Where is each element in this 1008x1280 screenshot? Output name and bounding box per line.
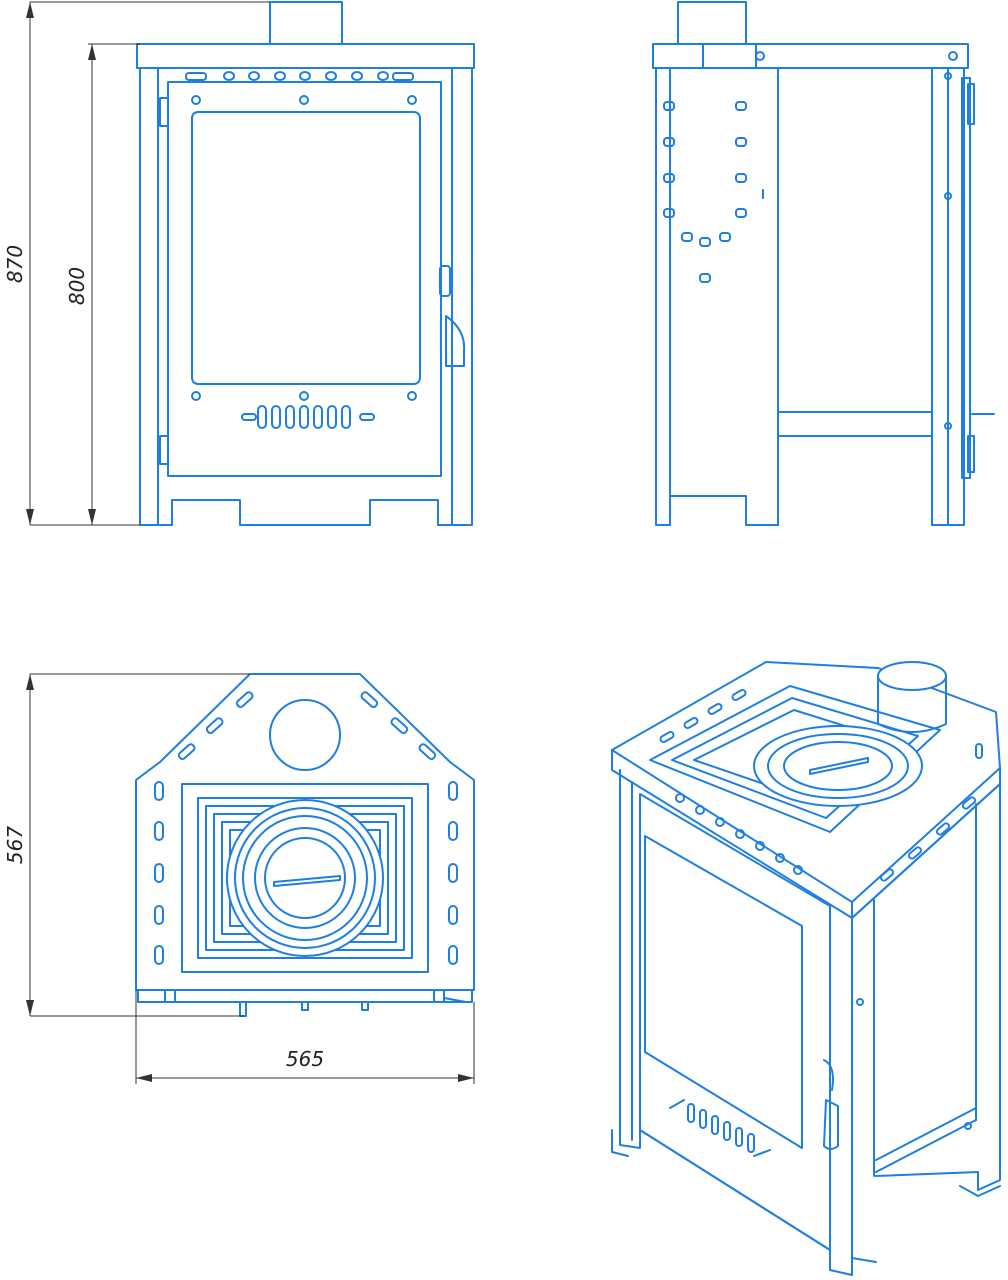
side-door-edge [961, 77, 971, 479]
front-view [136, 1, 475, 526]
cooktop-plate [181, 783, 429, 973]
iso-vent-holes [675, 793, 803, 875]
door-screws [191, 95, 417, 401]
door-glass [191, 111, 421, 385]
body-height-label: 800 [65, 267, 89, 305]
hinge-top [159, 97, 169, 127]
air-intake-slots [241, 405, 375, 429]
isometric-view [611, 661, 1001, 1276]
iso-flue [877, 661, 947, 691]
cooktop-rings [197, 797, 413, 959]
iso-door [639, 793, 831, 1251]
iso-door-slots [669, 1099, 771, 1157]
door [167, 81, 442, 477]
side-body [655, 67, 779, 526]
top-plate [136, 43, 475, 69]
door-handle [439, 265, 466, 367]
iso-cooktop [649, 685, 941, 833]
lid-handle [273, 875, 341, 887]
top-view-feet [164, 989, 467, 1017]
iso-door-glass [644, 835, 803, 1149]
iso-door-handle [823, 1059, 839, 1150]
front-dimensions: 870 800 [3, 1, 270, 526]
depth-label: 567 [3, 826, 27, 864]
width-label: 565 [286, 1047, 324, 1071]
side-holes [663, 72, 952, 430]
top-dimensions: 567 565 [3, 673, 475, 1084]
side-top-plate [652, 43, 969, 69]
flue-opening [269, 699, 341, 771]
side-view [652, 1, 995, 526]
top-slots [154, 691, 458, 965]
flue-pipe [269, 1, 343, 45]
iso-top-slots [659, 689, 983, 882]
top-view [135, 673, 475, 1017]
total-height-label: 870 [3, 245, 27, 283]
side-flue-pipe [677, 1, 747, 45]
hinge-bottom [159, 435, 169, 465]
frame-outline [139, 67, 473, 526]
top-vent-holes [185, 71, 414, 81]
